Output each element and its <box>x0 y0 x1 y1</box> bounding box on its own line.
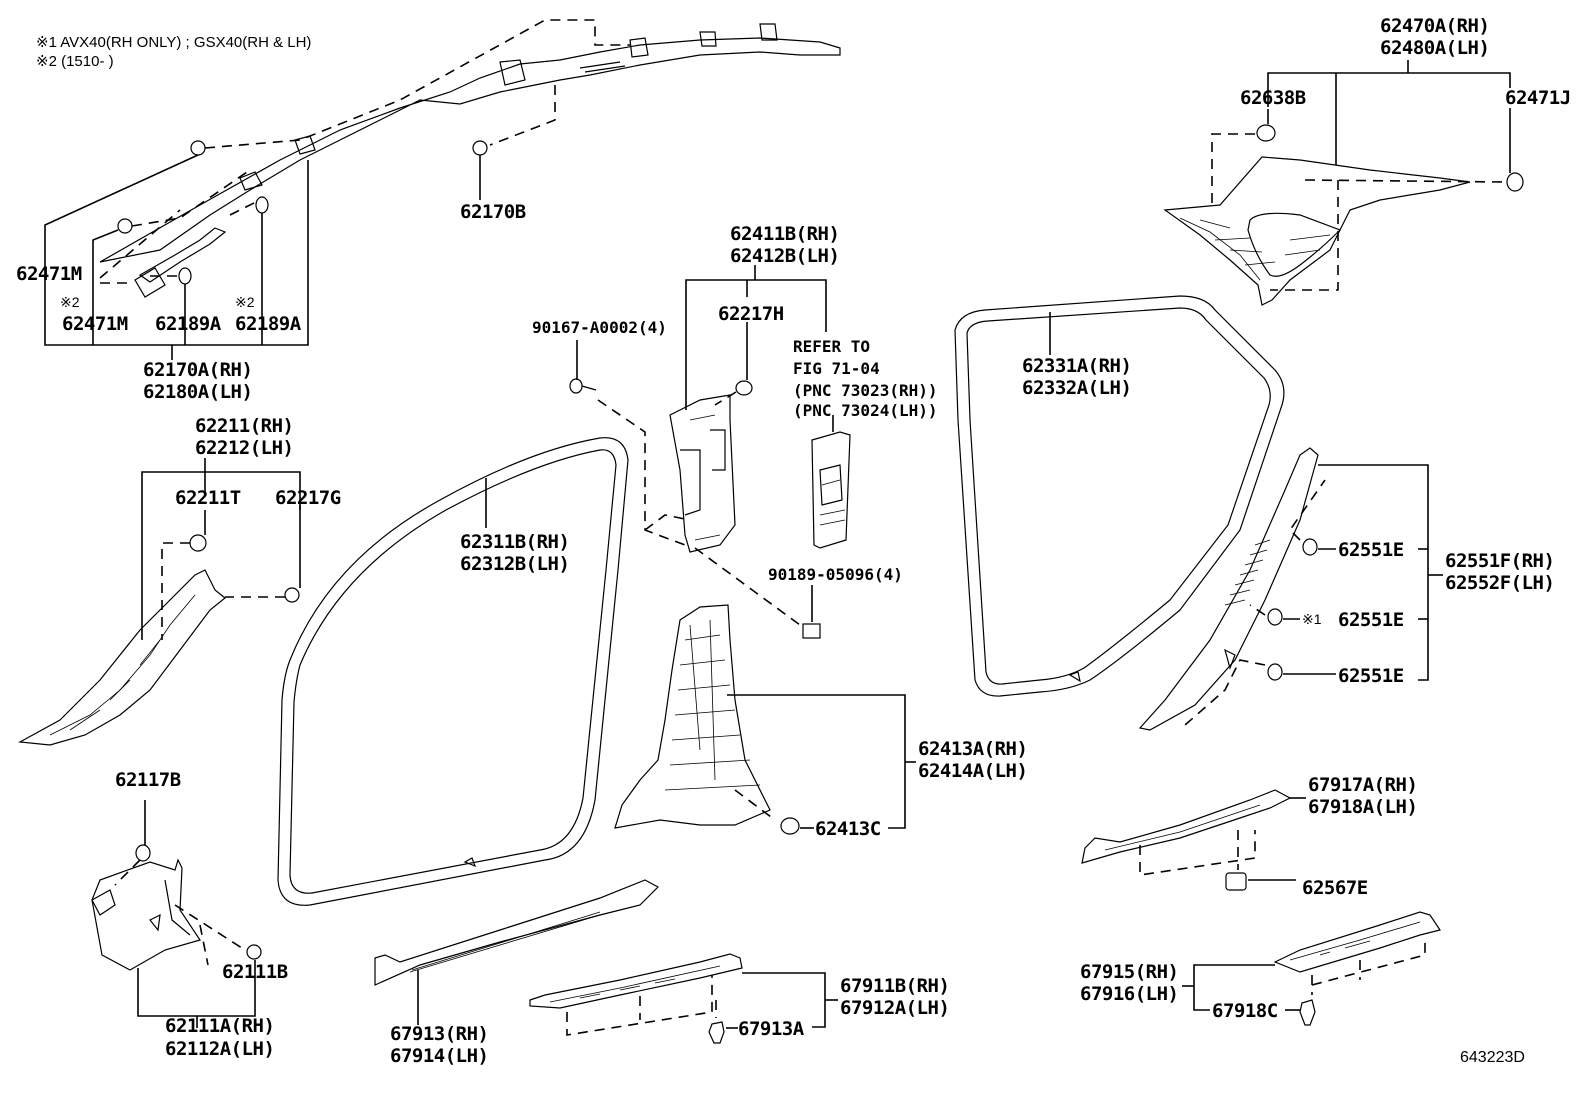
cowl-side-trim-part <box>91 844 262 971</box>
part-label-62552F[interactable]: 62552F(LH) <box>1445 572 1555 594</box>
rear-pillar-garnish-part <box>1138 447 1326 731</box>
part-label-62413A[interactable]: 62413A(RH) <box>918 738 1028 760</box>
part-label-62117B[interactable]: 62117B <box>115 769 181 791</box>
refer-to-line-1: REFER TO <box>793 337 870 356</box>
part-label-62551E-b[interactable]: 62551E <box>1338 609 1404 631</box>
rear-scuff-plate-leaders <box>1182 964 1300 1011</box>
cowl-side-leaders <box>137 800 256 1028</box>
curtain-airbag-leaders <box>44 154 481 360</box>
part-label-62170B[interactable]: 62170B <box>460 201 526 223</box>
part-label-62470A[interactable]: 62470A(RH) <box>1380 15 1490 37</box>
front-scuff-plate-part <box>529 953 743 1044</box>
refer-to-line-3: (PNC 73023(RH)) <box>793 381 938 400</box>
part-label-62414A[interactable]: 62414A(LH) <box>918 760 1028 782</box>
part-label-62111B[interactable]: 62111B <box>222 961 288 983</box>
part-label-62111A[interactable]: 62111A(RH) <box>165 1015 275 1037</box>
part-label-62180A[interactable]: 62180A(LH) <box>143 381 253 403</box>
part-label-62312B[interactable]: 62312B(LH) <box>460 553 570 575</box>
front-scuff-plate-leaders <box>726 972 838 1029</box>
seatbelt-adjuster-part <box>811 431 851 549</box>
part-label-67913A[interactable]: 67913A <box>738 1018 805 1040</box>
part-label-67916[interactable]: 67916(LH) <box>1080 983 1179 1005</box>
part-label-62189A-b[interactable]: 62189A <box>235 313 302 335</box>
part-label-62332A[interactable]: 62332A(LH) <box>1022 377 1132 399</box>
part-label-62471J[interactable]: 62471J <box>1505 87 1571 109</box>
part-label-62411B[interactable]: 62411B(RH) <box>730 223 840 245</box>
mark-2-b: ※2 <box>235 294 255 310</box>
front-pillar-garnish-part <box>18 534 300 746</box>
part-label-67915[interactable]: 67915(RH) <box>1080 961 1179 983</box>
part-label-62217H[interactable]: 62217H <box>718 303 784 325</box>
mark-1: ※1 <box>1302 611 1322 627</box>
part-label-62211T[interactable]: 62211T <box>175 487 241 509</box>
center-pillar-upper-part <box>569 378 821 639</box>
roof-side-leaders <box>1267 60 1511 173</box>
part-label-62480A[interactable]: 62480A(LH) <box>1380 37 1490 59</box>
rear-scuff-inner-part <box>1081 789 1292 891</box>
part-label-62212[interactable]: 62212(LH) <box>195 437 294 459</box>
part-label-62412B[interactable]: 62412B(LH) <box>730 245 840 267</box>
center-pillar-upper-leaders <box>576 265 834 622</box>
part-label-62170A[interactable]: 62170A(RH) <box>143 359 253 381</box>
part-label-62331A[interactable]: 62331A(RH) <box>1022 355 1132 377</box>
front-pillar-leaders <box>141 458 301 640</box>
center-pillar-lower-part <box>614 604 800 835</box>
center-pillar-lower-leaders <box>727 694 916 829</box>
part-label-90167-A0002[interactable]: 90167-A0002(4) <box>532 318 667 337</box>
part-label-67917A[interactable]: 67917A(RH) <box>1308 774 1418 796</box>
mark-2-a: ※2 <box>60 294 80 310</box>
part-label-62471M-a[interactable]: 62471M <box>16 263 82 285</box>
part-label-62189A-a[interactable]: 62189A <box>155 313 222 335</box>
figure-number: 643223D <box>1460 1049 1525 1066</box>
rear-weatherstrip-part <box>954 295 1285 697</box>
part-label-62471M-b[interactable]: 62471M <box>62 313 128 335</box>
note-2: ※2 (1510- ) <box>36 53 114 70</box>
refer-to-line-4: (PNC 73024(LH)) <box>793 401 938 420</box>
part-label-67918C[interactable]: 67918C <box>1212 1000 1278 1022</box>
front-scuff-inner-part <box>374 879 659 986</box>
part-label-62211[interactable]: 62211(RH) <box>195 415 294 437</box>
part-label-67914[interactable]: 67914(LH) <box>390 1045 489 1067</box>
part-label-62112A[interactable]: 62112A(LH) <box>165 1038 275 1060</box>
refer-to-line-2: FIG 71-04 <box>793 359 880 378</box>
part-label-62551E-c[interactable]: 62551E <box>1338 665 1404 687</box>
part-label-67911B[interactable]: 67911B(RH) <box>840 975 950 997</box>
roof-side-garnish-part <box>1163 124 1524 306</box>
part-label-62551F[interactable]: 62551F(RH) <box>1445 550 1555 572</box>
curtain-airbag-part <box>99 19 841 298</box>
part-label-67918A[interactable]: 67918A(LH) <box>1308 796 1418 818</box>
rear-scuff-inner-leaders <box>1248 797 1306 881</box>
note-1: ※1 AVX40(RH ONLY) ; GSX40(RH & LH) <box>36 34 311 51</box>
part-label-67913[interactable]: 67913(RH) <box>390 1023 489 1045</box>
rear-pillar-leaders <box>1283 464 1443 681</box>
part-label-67912A[interactable]: 67912A(LH) <box>840 997 950 1019</box>
front-weatherstrip-part <box>277 437 629 906</box>
rear-scuff-plate-part <box>1273 911 1441 1026</box>
part-label-62217G[interactable]: 62217G <box>275 487 341 509</box>
part-label-62413C[interactable]: 62413C <box>815 818 881 840</box>
part-label-62567E[interactable]: 62567E <box>1302 877 1368 899</box>
part-label-90189-05096[interactable]: 90189-05096(4) <box>768 565 903 584</box>
part-label-62551E-a[interactable]: 62551E <box>1338 539 1404 561</box>
part-label-62638B[interactable]: 62638B <box>1240 87 1306 109</box>
part-label-62311B[interactable]: 62311B(RH) <box>460 531 570 553</box>
